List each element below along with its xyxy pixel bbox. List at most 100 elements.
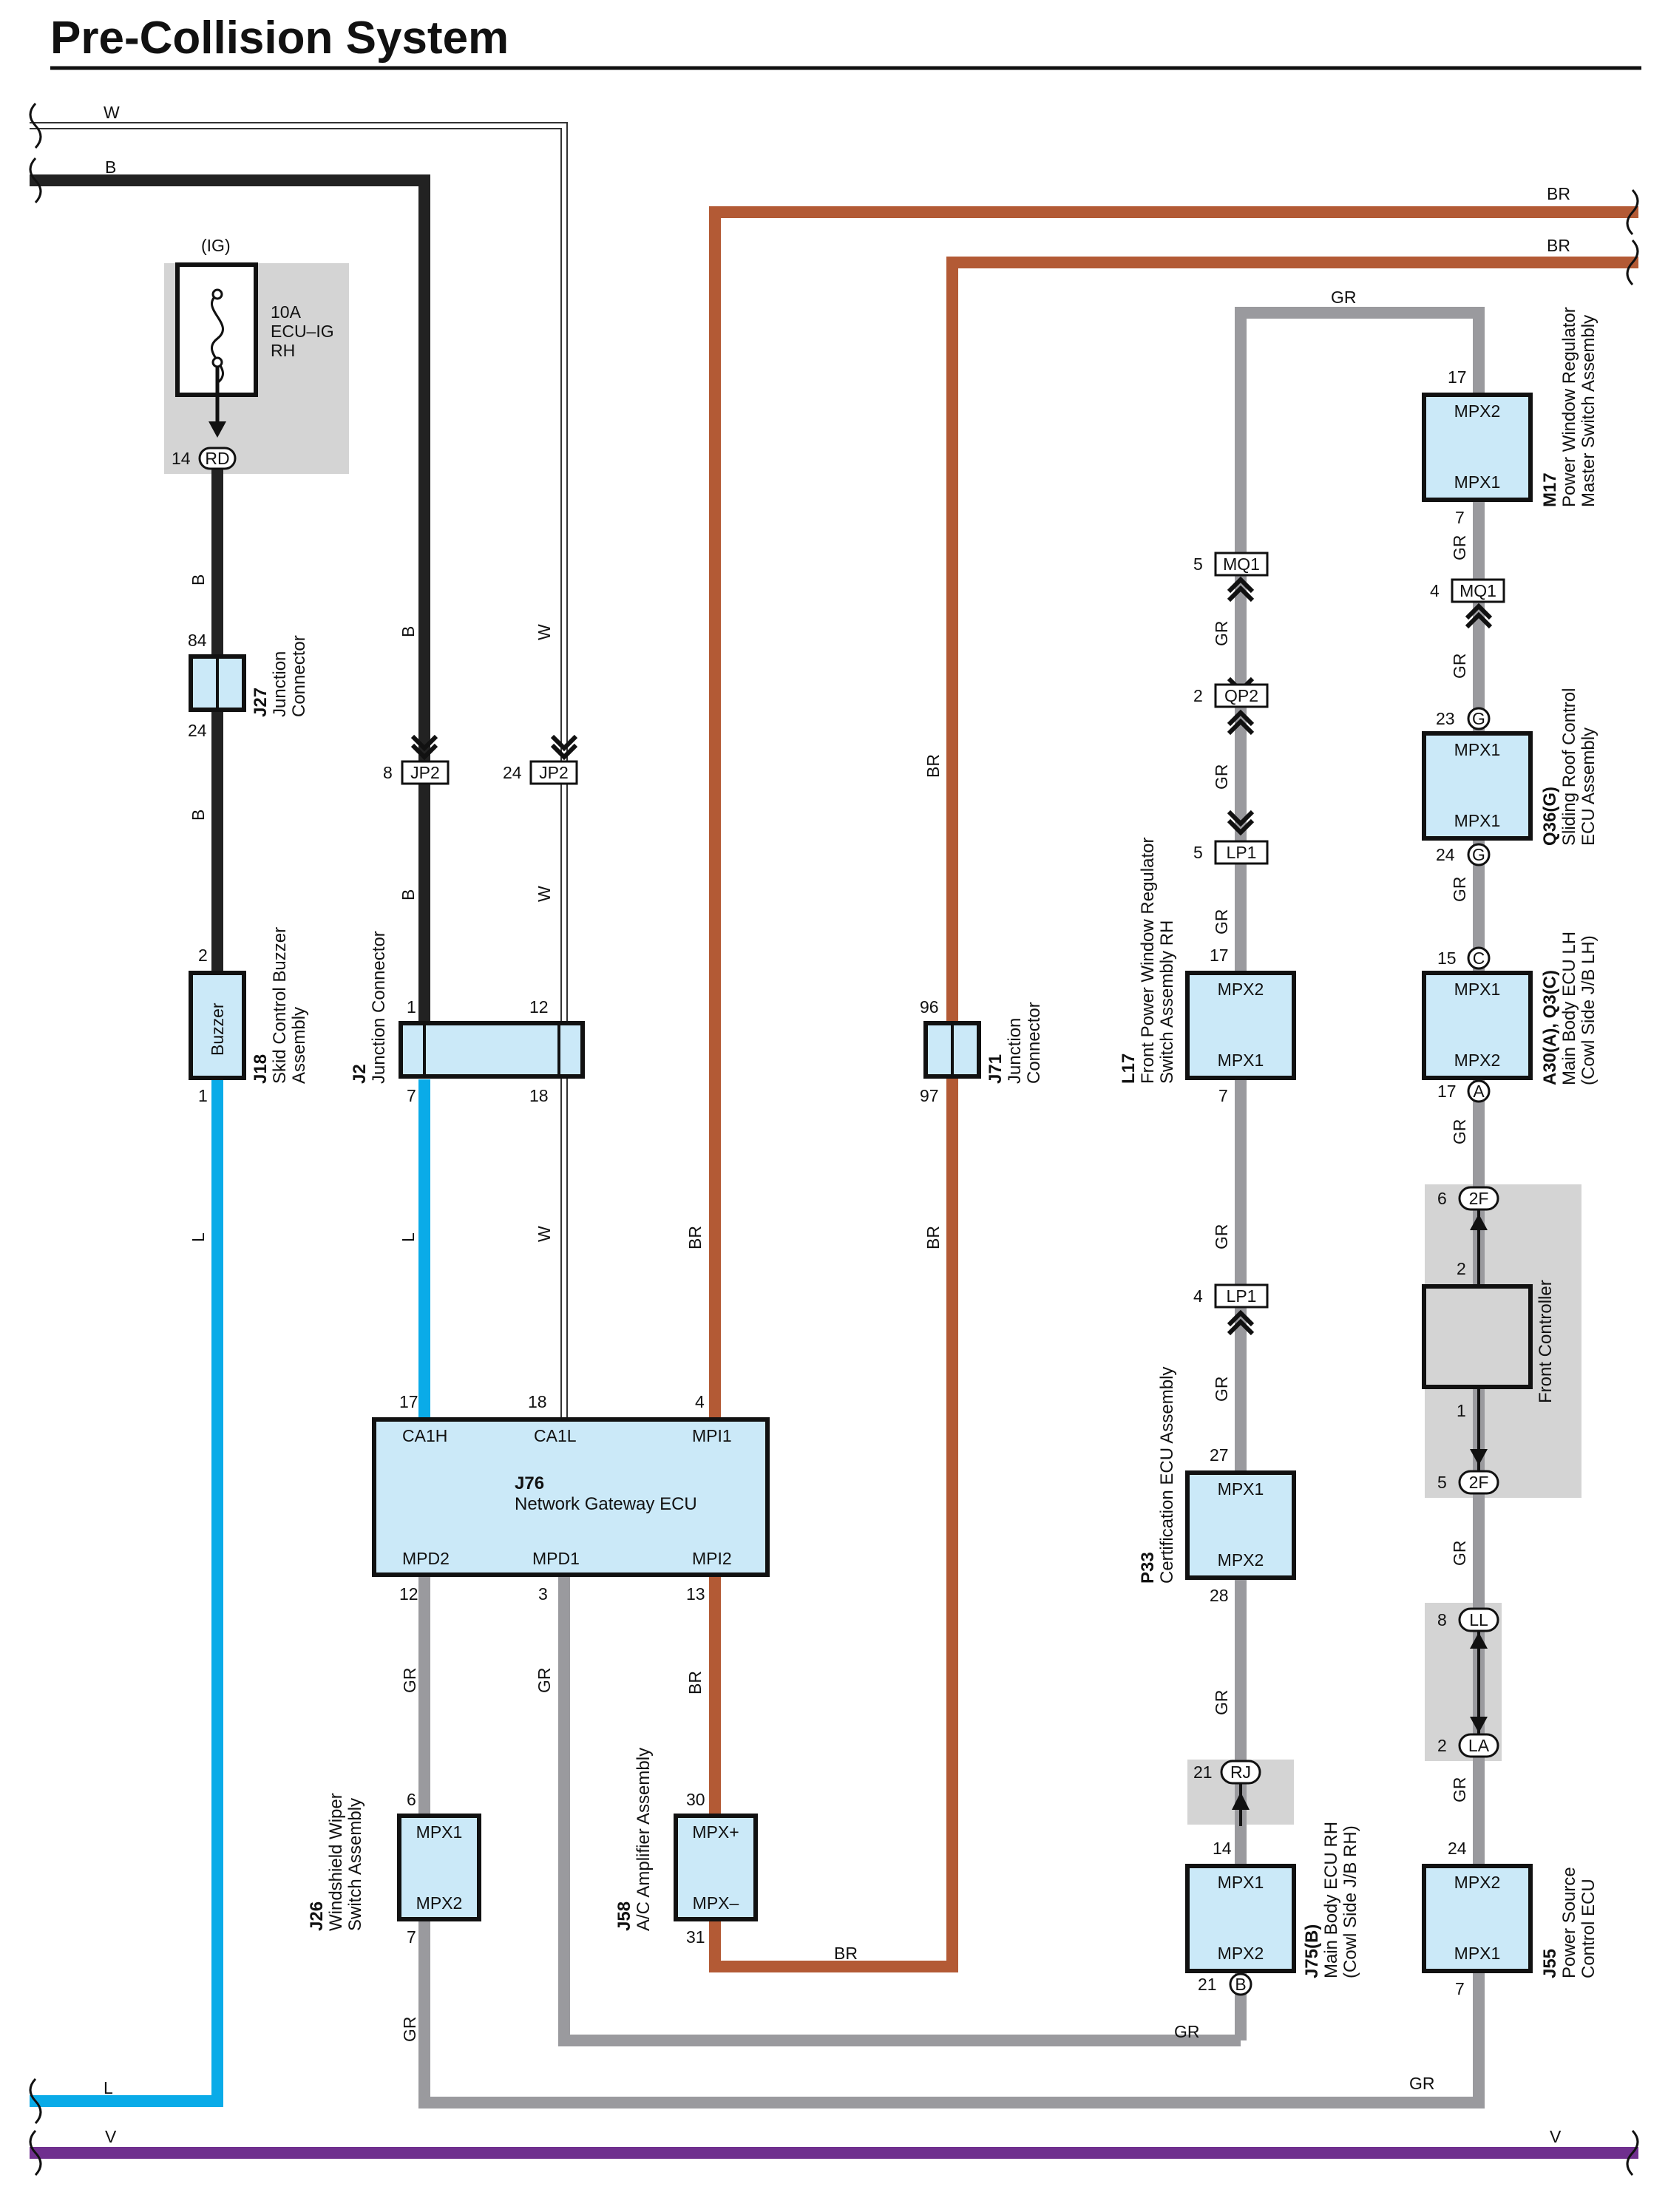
terminal-label: CA1H [402, 1426, 447, 1445]
pin-label: 96 [920, 997, 939, 1017]
j76-network-gateway-ecu: CA1H CA1L MPI1 MPD2 MPD1 MPI2 J76 Networ… [372, 1392, 770, 1604]
component-name: Sliding Roof Control [1559, 688, 1579, 846]
component-name: Control ECU [1579, 1879, 1598, 1978]
wire-label: V [1550, 2127, 1562, 2146]
m17-power-window-master-switch: MPX2 MPX1 17 7 M17 Power Window Regulato… [1422, 307, 1598, 527]
connector-label: MQ1 [1460, 581, 1496, 600]
terminal-label: MPX1 [1454, 740, 1501, 759]
terminal-label: MPX2 [1454, 401, 1501, 421]
wire-label: BR [1547, 184, 1570, 203]
wire-label: BR [1547, 236, 1570, 255]
pin-label: 97 [920, 1086, 939, 1105]
fuse-rating: 10A [271, 302, 302, 322]
j18-skid-control-buzzer: Buzzer 2 1 J18 Skid Control Buzzer Assem… [189, 927, 309, 1105]
j75-main-body-ecu-rh: MPX1 MPX2 14 B 21 J75(B) Main Body ECU R… [1185, 1822, 1360, 1996]
wire-label: GR [1212, 1690, 1231, 1716]
component-code: J76 [515, 1473, 544, 1493]
terminal-label: CA1L [534, 1426, 577, 1445]
component-name: Master Switch Assembly [1579, 315, 1598, 507]
wire-label: BR [685, 1226, 705, 1249]
component-code: J75(B) [1302, 1924, 1322, 1978]
pin-label: 8 [383, 763, 393, 782]
fuse-ecu-ig-rh: (IG) 10A ECU–IG RH RD 14 [172, 236, 334, 470]
wire-label: BR [834, 1944, 858, 1963]
pin-label: 5 [1437, 1473, 1447, 1492]
terminal-label: MPX2 [1218, 1550, 1264, 1570]
j2-junction-connector: 1 12 7 18 J2 Junction Connector [350, 931, 585, 1105]
wire-label: B [189, 810, 208, 821]
wire-label: B [105, 157, 116, 177]
p33-certification-ecu: MPX1 MPX2 27 28 P33 Certification ECU As… [1138, 1367, 1296, 1605]
component-name: Front Power Window Regulator [1138, 838, 1158, 1084]
component-code: P33 [1138, 1552, 1158, 1584]
component-code: L17 [1119, 1054, 1139, 1084]
wire-br-1 [709, 206, 1638, 1972]
pin-label: 5 [1193, 843, 1203, 862]
wire-labels: W B BR BR GR L V V BR GR GR B B L B B L … [104, 103, 1570, 2146]
wire-label: GR [1450, 1119, 1469, 1145]
j71-junction-connector: 96 97 J71 Junction Connector [920, 997, 1044, 1105]
pin-label: 7 [1455, 1979, 1465, 1998]
component-name: ECU Assembly [1579, 727, 1598, 846]
connector-label: LP1 [1227, 1286, 1257, 1306]
fuse-supply: (IG) [201, 236, 231, 255]
pin-label: 17 [399, 1392, 418, 1411]
wire-label: GR [1450, 1777, 1469, 1803]
terminal-label: MPX1 [1454, 1944, 1501, 1963]
pin-label: 12 [399, 1584, 418, 1604]
component-name: Windshield Wiper [326, 1793, 346, 1931]
component-name: Main Body ECU RH [1321, 1822, 1341, 1978]
component-name: Network Gateway ECU [515, 1494, 697, 1514]
pin-label: 21 [1198, 1975, 1217, 1994]
terminal-label: MPX2 [416, 1893, 463, 1913]
wire-label: GR [1409, 2074, 1435, 2093]
wire-label: GR [1450, 877, 1469, 903]
connector-label: JP2 [410, 763, 440, 782]
pin-label: 30 [686, 1790, 705, 1809]
connector-label: LP1 [1227, 843, 1257, 862]
wire-label: B [189, 574, 208, 586]
wire-label: W [535, 886, 554, 902]
component-code: M17 [1540, 472, 1560, 507]
connector-label: G [1472, 845, 1485, 864]
jp2-connectors: JP2 8 JP2 24 [383, 734, 578, 785]
wire-label: GR [1450, 654, 1469, 679]
component-name: Power Source [1559, 1867, 1579, 1978]
wire-l [30, 1079, 223, 2107]
pin-label: 5 [1193, 554, 1203, 574]
component-code: J55 [1540, 1949, 1560, 1978]
pin-label: 7 [407, 1086, 416, 1105]
pin-label: 7 [1218, 1086, 1228, 1105]
pin-label: 13 [686, 1584, 705, 1604]
buzzer-label: Buzzer [208, 1002, 227, 1056]
wire-label: V [105, 2127, 117, 2146]
pin-label: 17 [1437, 1082, 1457, 1101]
component-name: Certification ECU Assembly [1157, 1367, 1177, 1584]
terminal-label: MPX2 [1218, 1944, 1264, 1963]
wire-label: B [399, 626, 418, 637]
connector-label: 2F [1469, 1189, 1489, 1208]
connector-label: LL [1469, 1610, 1488, 1629]
terminal-label: MPX2 [1218, 980, 1264, 999]
terminal-label: MPI1 [692, 1426, 732, 1445]
component-code: J18 [251, 1054, 271, 1084]
wire-label: GR [1212, 909, 1231, 935]
j58-ac-amplifier: MPX+ MPX– 30 31 J58 A/C Amplifier Assemb… [614, 1748, 758, 1947]
pin-label: 15 [1437, 949, 1457, 968]
component-name: Skid Control Buzzer [270, 927, 290, 1084]
pin-label: 27 [1210, 1445, 1229, 1465]
wire-label: W [535, 1226, 554, 1242]
connector-label: 2F [1469, 1473, 1489, 1492]
wire-label: BR [685, 1671, 705, 1694]
pin-label: 3 [538, 1584, 548, 1604]
component-name: Power Window Regulator [1559, 307, 1579, 507]
pin-label: 24 [188, 721, 207, 740]
wire-label: GR [1212, 1224, 1231, 1250]
terminal-label: MPX1 [416, 1822, 463, 1842]
terminal-label: MPX1 [1218, 1873, 1264, 1892]
wire-label: L [104, 2078, 113, 2097]
component-name: Switch Assembly RH [1157, 920, 1177, 1084]
terminal-label: MPX1 [1218, 1479, 1264, 1499]
wire-label: GR [1331, 288, 1357, 307]
terminal-label: MPX1 [1454, 472, 1501, 492]
